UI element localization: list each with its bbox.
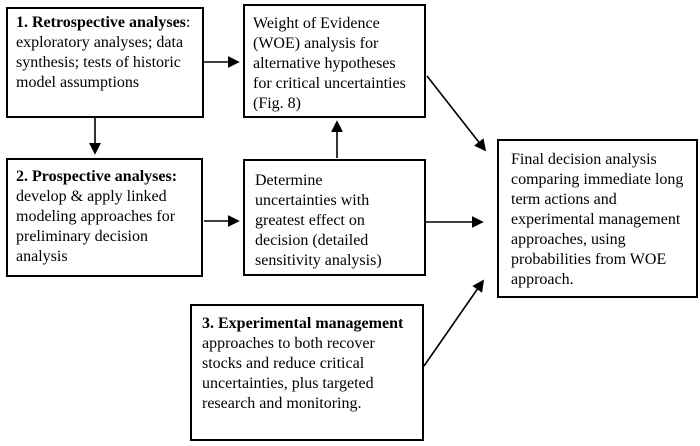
arrow-experimental-to-final xyxy=(423,279,485,367)
box-final-text: Final decision analysis comparing immedi… xyxy=(511,151,684,288)
box-retrospective-analyses: 1. Retrospective analyses: exploratory a… xyxy=(6,7,204,118)
box-retrospective-body: : exploratory analyses; data synthesis; … xyxy=(16,14,191,91)
box-experimental-body: approaches to both recover stocks and re… xyxy=(202,335,375,412)
box-prospective-analyses: 2. Prospective analyses: develop & apply… xyxy=(6,158,203,277)
box-experimental-management: 3. Experimental management approaches to… xyxy=(190,304,424,441)
box-prospective-title: 2. Prospective analyses: xyxy=(16,168,178,185)
box-final-decision: Final decision analysis comparing immedi… xyxy=(497,139,698,298)
box-woe-text: Weight of Evidence (WOE) analysis for al… xyxy=(253,15,406,112)
box-prospective-body: develop & apply linked modeling approach… xyxy=(16,188,176,265)
box-determine-uncertainties: Determine uncertainties with greatest ef… xyxy=(243,159,426,276)
arrow-woe-to-final xyxy=(426,75,487,152)
box-experimental-title: 3. Experimental management xyxy=(202,315,404,332)
box-determine-text: Determine uncertainties with greatest ef… xyxy=(255,172,382,269)
box-retrospective-title: 1. Retrospective analyses xyxy=(16,14,186,31)
box-woe-analysis: Weight of Evidence (WOE) analysis for al… xyxy=(243,4,426,118)
